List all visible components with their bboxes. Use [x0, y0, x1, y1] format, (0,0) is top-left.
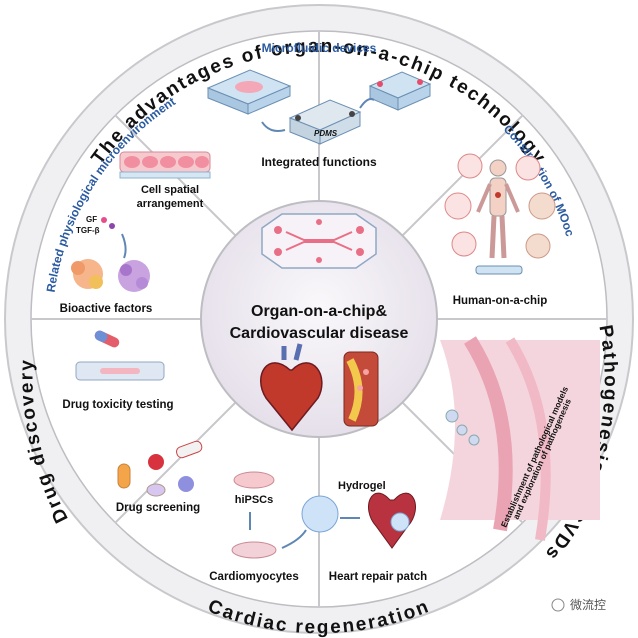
center-title-line2: Cardiovascular disease — [230, 325, 409, 342]
base-chip — [475, 265, 523, 275]
factor-arrow — [121, 233, 127, 259]
center-title-line1: Organ-on-a-chip& — [251, 303, 387, 320]
human-figure — [476, 159, 520, 259]
drug-toxicity-label: Drug toxicity testing — [62, 399, 173, 411]
cell-spatial-label-line2: arrangement — [137, 198, 204, 210]
center-chip-illustration — [261, 213, 377, 269]
artery-illustration — [343, 351, 379, 427]
hydrogel-label: Hydrogel — [338, 480, 386, 492]
arrow-1 — [261, 121, 286, 132]
toxicity-chip — [75, 361, 165, 381]
repaired-heart — [368, 492, 416, 549]
growth-factor-icons — [101, 217, 115, 229]
gf-label: GF — [86, 215, 97, 224]
human-on-chip-label: Human-on-a-chip — [453, 295, 548, 307]
chip-illustration-2 — [288, 99, 362, 145]
cell-spatial-label-line1: Cell spatial — [141, 184, 199, 196]
capsule-icon — [94, 330, 120, 348]
chip-illustration-1 — [206, 69, 292, 115]
bioactive-factors-label: Bioactive factors — [60, 303, 153, 315]
chip-illustration-3 — [368, 71, 432, 111]
cardiomyocytes-dish — [231, 541, 277, 559]
cardio-arrow — [281, 529, 307, 549]
pills-illustration — [117, 440, 203, 497]
watermark: 微流控 — [570, 598, 606, 612]
heart-patch-label: Heart repair patch — [329, 571, 427, 583]
hipscs-dish — [233, 471, 275, 489]
heart-illustration — [260, 343, 323, 432]
organ-bubbles — [444, 153, 556, 259]
arrow-2 — [359, 98, 375, 109]
drug-screening-label: Drug screening — [116, 502, 200, 514]
integrated-functions-label: Integrated functions — [261, 155, 377, 169]
tgf-label: TGF-β — [76, 226, 100, 235]
pdms-label: PDMS — [314, 129, 338, 138]
hipscs-label: hiPSCs — [235, 494, 274, 506]
vessel-wall-illustration — [440, 336, 600, 541]
cell-cluster-illustration — [71, 259, 150, 292]
watermark-icon — [551, 598, 565, 612]
cell-layer-illustration — [119, 151, 211, 179]
hydrogel-patch — [301, 495, 339, 533]
cardiomyocytes-label: Cardiomyocytes — [209, 571, 298, 583]
microfluidic-title: Microfluidic devices — [262, 41, 377, 55]
